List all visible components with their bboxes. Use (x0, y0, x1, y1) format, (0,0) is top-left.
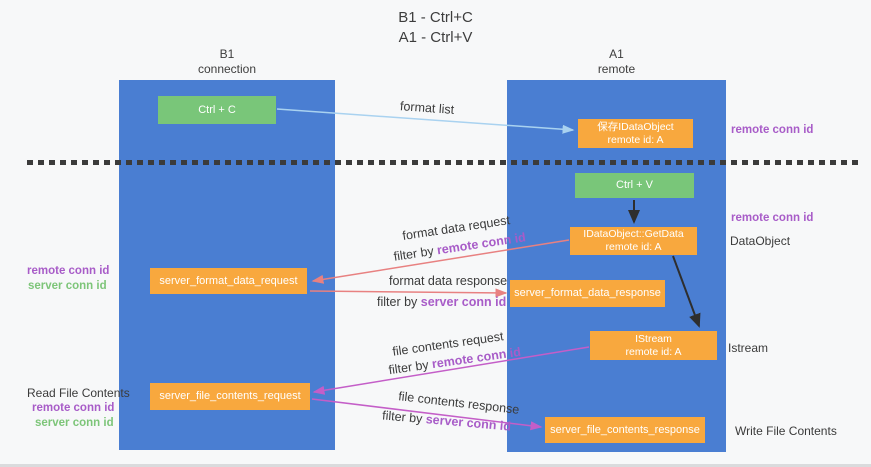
istream-line2: remote id: A (625, 345, 682, 358)
left-remote-conn-id-format-label: remote conn id (27, 265, 110, 277)
filter-prefix: filter by (392, 243, 439, 264)
server-format-data-request-label: server_format_data_request (159, 274, 298, 287)
server-file-contents-response-box: server_file_contents_response (545, 417, 705, 443)
filter-prefix: filter by (381, 408, 427, 427)
server-format-data-response-label: server_format_data_response (514, 287, 661, 299)
server-format-data-request-box: server_format_data_request (150, 268, 307, 294)
format-list-label: format list (399, 99, 455, 117)
format-data-response-arrow (309, 288, 508, 298)
server-conn-id-highlight: server conn id (420, 295, 507, 309)
format-data-response-label: format data response (389, 274, 508, 288)
ctrl-c-label: Ctrl + C (198, 103, 236, 116)
save-idataobject-box: 保存IDataObject remote id: A (578, 119, 693, 148)
left-remote-conn-id-file-label: remote conn id (32, 402, 115, 414)
ctrl-c-box: Ctrl + C (158, 96, 276, 124)
ctrl-v-label: Ctrl + V (616, 179, 653, 191)
server-format-data-response-box: server_format_data_response (510, 280, 665, 307)
lifeline-header-b1: B1 connection (119, 47, 335, 77)
lifeline-a1-subtitle: remote (597, 62, 636, 76)
idataobject-getdata-line2: remote id: A (605, 241, 662, 253)
istream-line1: IStream (635, 332, 672, 345)
lifeline-b1-subtitle: connection (197, 62, 257, 76)
dataobject-label: DataObject (730, 234, 791, 248)
lifeline-b1-name: B1 (219, 47, 235, 61)
filter-by-server-conn-id-format-label: filter by server conn id (377, 295, 506, 309)
istream-side-label: Istream (728, 341, 769, 355)
diagram-title: B1 - Ctrl+C A1 - Ctrl+V (0, 8, 871, 48)
lifeline-a1-name: A1 (609, 47, 624, 61)
idataobject-getdata-box: IDataObject::GetData remote id: A (570, 227, 697, 255)
ctrl-v-box: Ctrl + V (575, 173, 694, 198)
save-idataobject-line1: 保存IDataObject (597, 120, 674, 133)
server-file-contents-request-label: server_file_contents_request (159, 390, 301, 402)
istream-box: IStream remote id: A (590, 331, 717, 360)
idataobject-getdata-line1: IDataObject::GetData (583, 228, 684, 240)
filter-prefix: filter by (387, 357, 433, 378)
left-server-conn-id-format-label: server conn id (28, 280, 107, 292)
lifeline-header-a1: A1 remote (507, 47, 726, 77)
title-line-a1: A1 - Ctrl+V (398, 29, 473, 46)
filter-prefix: filter by (377, 295, 421, 309)
read-file-contents-label: Read File Contents (27, 386, 130, 400)
server-file-contents-request-box: server_file_contents_request (150, 383, 310, 410)
title-line-b1: B1 - Ctrl+C (398, 9, 473, 26)
left-server-conn-id-file-label: server conn id (35, 417, 114, 429)
phase-separator-dashed-line (27, 160, 860, 165)
server-conn-id-highlight: server conn id (425, 412, 512, 434)
write-file-contents-label: Write File Contents (735, 424, 837, 438)
server-file-contents-response-label: server_file_contents_response (550, 423, 700, 436)
save-idataobject-line2: remote id: A (607, 133, 664, 146)
right-remote-conn-id-top-label: remote conn id (731, 124, 814, 136)
right-remote-conn-id-mid-label: remote conn id (731, 212, 814, 224)
bottom-edge-strip (0, 464, 871, 467)
